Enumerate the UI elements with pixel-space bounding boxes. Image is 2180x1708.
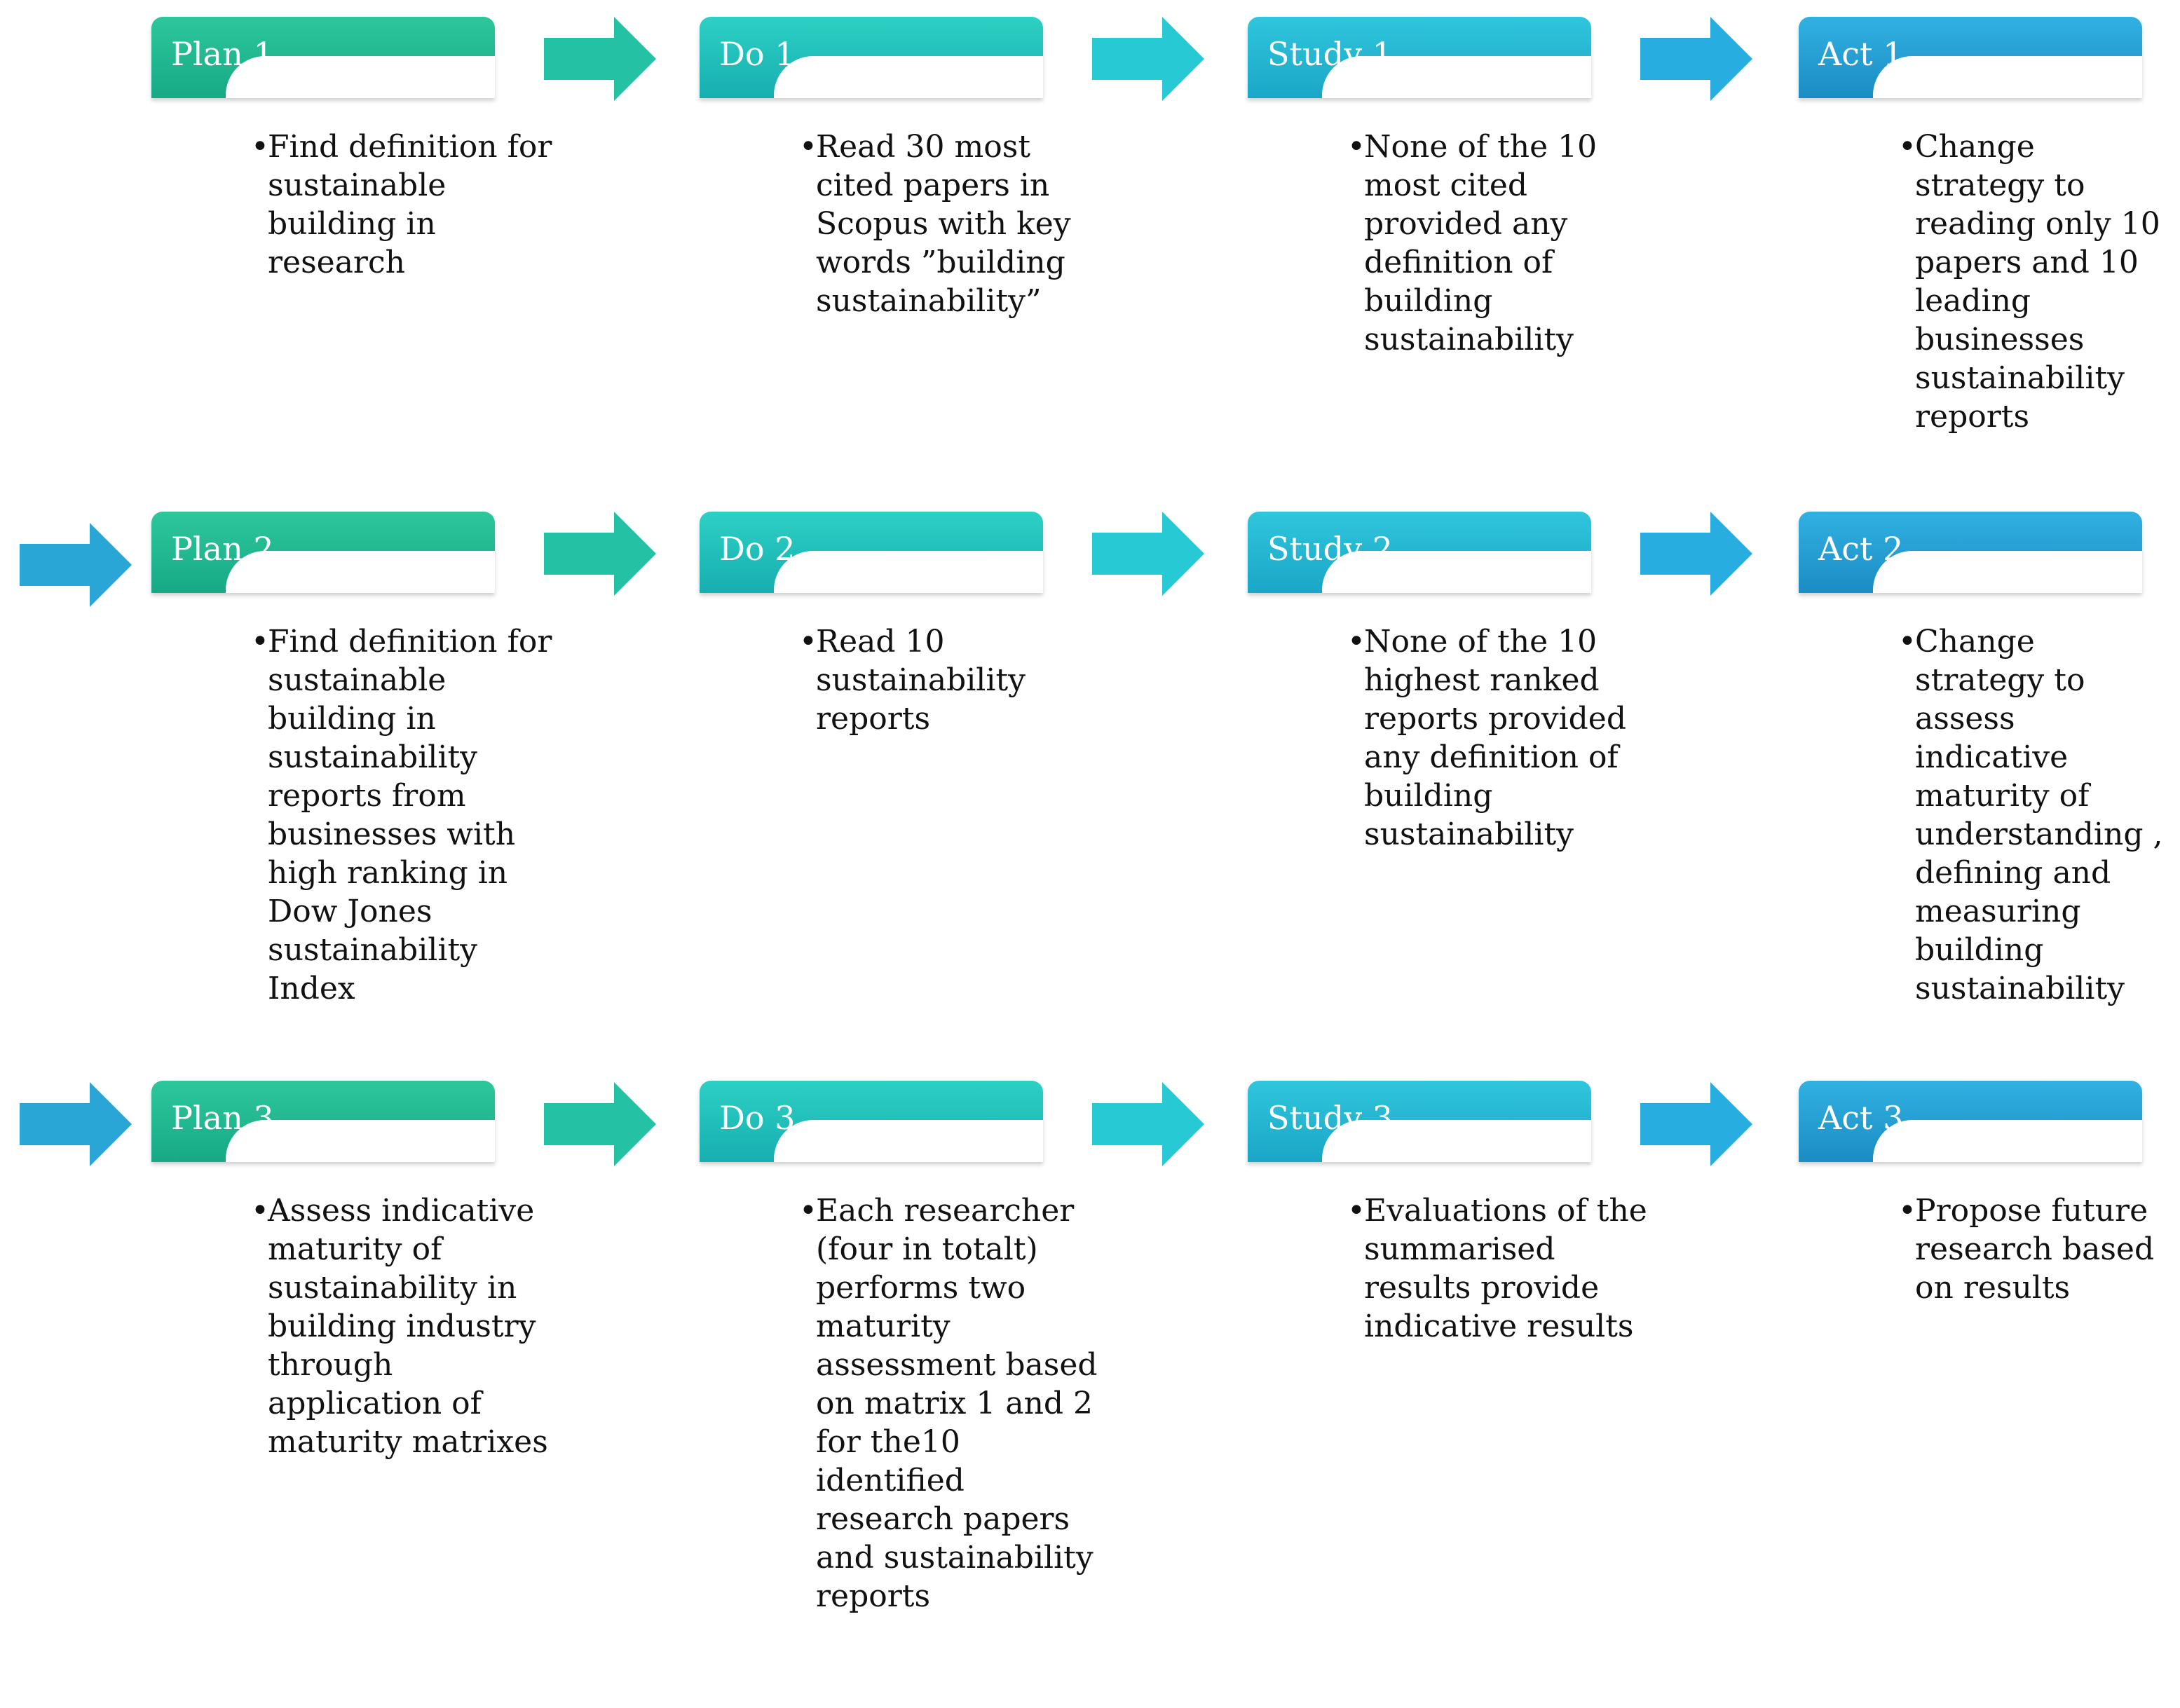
right-arrow-icon [544,17,656,101]
step-header-plan-1: Plan 1 [151,17,495,98]
step-header-act-2: Act 2 [1799,512,2142,593]
step-header-do-3: Do 3 [700,1081,1043,1162]
step-description-plan-1: Find definition for sustainable building… [251,128,554,282]
right-arrow-icon [1092,512,1204,596]
step-header-plan-2: Plan 2 [151,512,495,593]
right-arrow-icon [1092,1082,1204,1166]
step-bullet: Find definition for sustainable building… [251,622,554,1008]
step-title: Do 2 [719,530,796,568]
right-arrow-icon [544,512,656,596]
step-description-study-1: None of the 10 most cited provided any d… [1347,128,1650,359]
step-bullet: Read 30 most cited papers in Scopus with… [799,128,1102,320]
right-arrow-icon [1640,512,1752,596]
step-description-plan-3: Assess indicative maturity of sustainabi… [251,1191,554,1461]
step-bullet: Change strategy to reading only 10 paper… [1898,128,2169,436]
right-arrow-icon [1092,17,1204,101]
step-description-act-2: Change strategy to assess indicative mat… [1898,622,2169,1008]
step-description-do-2: Read 10 sustainability reports [799,622,1102,738]
step-bullet: Each researcher (four in totalt) perform… [799,1191,1102,1615]
right-arrow-icon [20,1082,132,1166]
right-arrow-icon [1640,17,1752,101]
step-description-study-2: None of the 10 highest ranked reports pr… [1347,622,1650,854]
step-header-do-2: Do 2 [700,512,1043,593]
step-header-study-1: Study 1 [1248,17,1591,98]
step-bullet: Change strategy to assess indicative mat… [1898,622,2169,1008]
step-header-act-3: Act 3 [1799,1081,2142,1162]
step-description-study-3: Evaluations of the summarised results pr… [1347,1191,1650,1346]
step-description-plan-2: Find definition for sustainable building… [251,622,554,1008]
step-description-act-3: Propose future research based on results [1898,1191,2169,1307]
step-header-do-1: Do 1 [700,17,1043,98]
step-bullet: Find definition for sustainable building… [251,128,554,282]
right-arrow-icon [1640,1082,1752,1166]
step-header-act-1: Act 1 [1799,17,2142,98]
right-arrow-icon [20,523,132,607]
step-header-study-3: Study 3 [1248,1081,1591,1162]
step-title: Do 1 [719,35,796,73]
step-bullet: Assess indicative maturity of sustainabi… [251,1191,554,1461]
step-bullet: None of the 10 highest ranked reports pr… [1347,622,1650,854]
step-bullet: None of the 10 most cited provided any d… [1347,128,1650,359]
step-title: Do 3 [719,1099,796,1137]
step-description-do-3: Each researcher (four in totalt) perform… [799,1191,1102,1615]
step-bullet: Propose future research based on results [1898,1191,2169,1307]
step-header-plan-3: Plan 3 [151,1081,495,1162]
step-bullet: Read 10 sustainability reports [799,622,1102,738]
step-header-study-2: Study 2 [1248,512,1591,593]
right-arrow-icon [544,1082,656,1166]
step-description-do-1: Read 30 most cited papers in Scopus with… [799,128,1102,320]
step-bullet: Evaluations of the summarised results pr… [1347,1191,1650,1346]
step-description-act-1: Change strategy to reading only 10 paper… [1898,128,2169,436]
